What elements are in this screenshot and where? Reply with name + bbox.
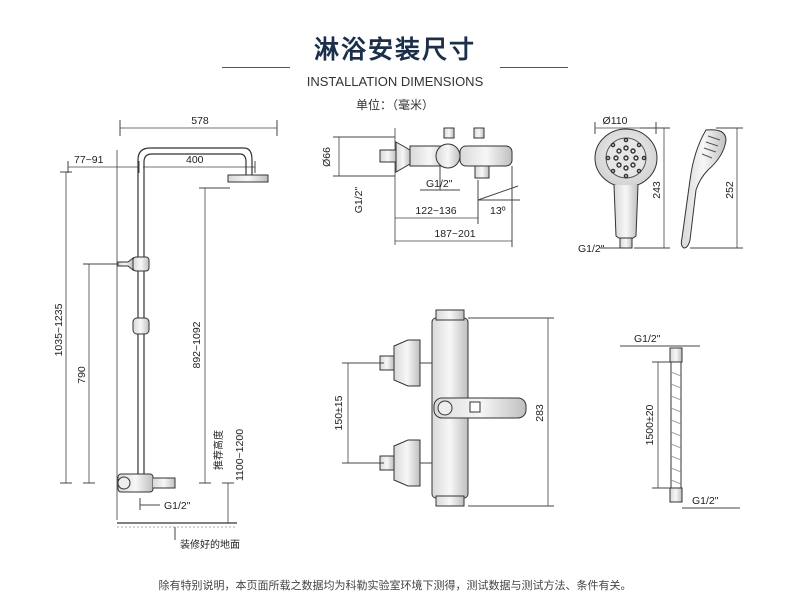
hand-shower-side-drawing	[680, 127, 743, 249]
shower-column-drawing	[60, 120, 278, 540]
mixer-depth-inner-label: 122~136	[415, 205, 456, 217]
hose-bottom-inlet-label: G1/2"	[692, 495, 719, 507]
hand-shower-inlet-label: G1/2"	[578, 243, 605, 255]
total-height-label: 1035~1235	[53, 303, 65, 356]
hose-length-label: 1500±20	[644, 404, 656, 445]
bracket-height-label: 790	[76, 366, 88, 384]
recommended-height-label: 1100~1200	[234, 429, 246, 481]
footnote: 除有特别说明，本页面所载之数据均为科勒实验室环境下测得，测试数据与测试方法、条件…	[158, 579, 632, 592]
mixer-angle-label: 13º	[490, 205, 506, 217]
hose-drawing	[620, 345, 740, 509]
title-rule-left	[222, 67, 290, 68]
mixer-front-drawing	[342, 309, 554, 507]
wall-offset-label: 77~91	[74, 154, 104, 166]
mixer-side-inlet-label: G1/2"	[353, 186, 365, 213]
column-inlet-label: G1/2"	[164, 500, 191, 512]
hand-shower-front-height-label: 243	[651, 181, 663, 199]
floor-label: 装修好的地面	[180, 538, 240, 551]
mixer-depth-outer-label: 187~201	[434, 228, 475, 240]
hand-shower-side-height-label: 252	[724, 181, 736, 199]
mixer-centers-label: 150±15	[333, 395, 345, 430]
mixer-top-drawing	[333, 127, 520, 247]
head-height-label: 892~1092	[191, 321, 203, 368]
unit-label: 单位：（毫米）	[355, 98, 434, 112]
column-width-label: 578	[191, 115, 209, 127]
hand-shower-diameter-label: Ø110	[603, 115, 628, 127]
page-subtitle: INSTALLATION DIMENSIONS	[306, 74, 484, 89]
arm-length-label: 400	[186, 154, 204, 166]
hose-top-inlet-label: G1/2"	[634, 333, 661, 345]
mixer-diameter-label: Ø66	[321, 147, 333, 167]
recommended-height-caption: 推荐高度	[212, 430, 225, 470]
mixer-bottom-inlet-label: G1/2"	[426, 178, 453, 190]
mixer-height-label: 283	[534, 404, 546, 422]
hand-shower-front-drawing	[594, 122, 670, 249]
title-rule-right	[500, 67, 568, 68]
page-title: 淋浴安装尺寸	[313, 35, 476, 64]
